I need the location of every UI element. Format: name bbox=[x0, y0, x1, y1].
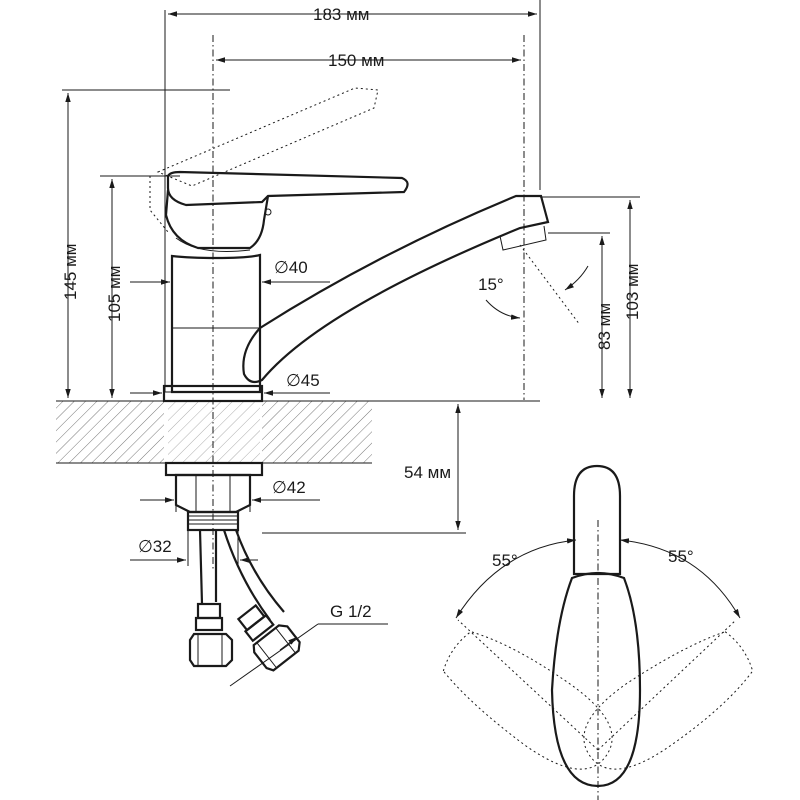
label-base-diameter: ∅45 bbox=[286, 371, 320, 390]
label-nut-diameter: ∅42 bbox=[272, 478, 306, 497]
label-left-angle: 55° bbox=[492, 551, 518, 570]
faucet-body bbox=[149, 87, 550, 403]
label-spout-height-low: 83 мм bbox=[595, 303, 614, 350]
countertop bbox=[56, 400, 540, 464]
dimension-labels: 183 мм 150 мм 145 мм 105 мм 103 мм 83 мм… bbox=[61, 5, 642, 621]
dimension-lines bbox=[65, 11, 633, 687]
label-spout-angle: 15° bbox=[478, 275, 504, 294]
center-lines bbox=[62, 0, 640, 570]
label-overall-length: 183 мм bbox=[313, 5, 369, 24]
label-under-counter-depth: 54 мм bbox=[404, 463, 451, 482]
label-stud-diameter: ∅32 bbox=[138, 537, 172, 556]
label-body-height: 105 мм bbox=[105, 266, 124, 322]
label-total-height: 145 мм bbox=[61, 244, 80, 300]
label-right-angle: 55° bbox=[668, 547, 694, 566]
label-hose-thread: G 1/2 bbox=[330, 602, 372, 621]
handle-top-view: 55° 55° bbox=[442, 464, 754, 800]
label-spout-height-high: 103 мм bbox=[623, 264, 642, 320]
label-body-diameter: ∅40 bbox=[274, 258, 308, 277]
label-spout-reach: 150 мм bbox=[328, 51, 384, 70]
